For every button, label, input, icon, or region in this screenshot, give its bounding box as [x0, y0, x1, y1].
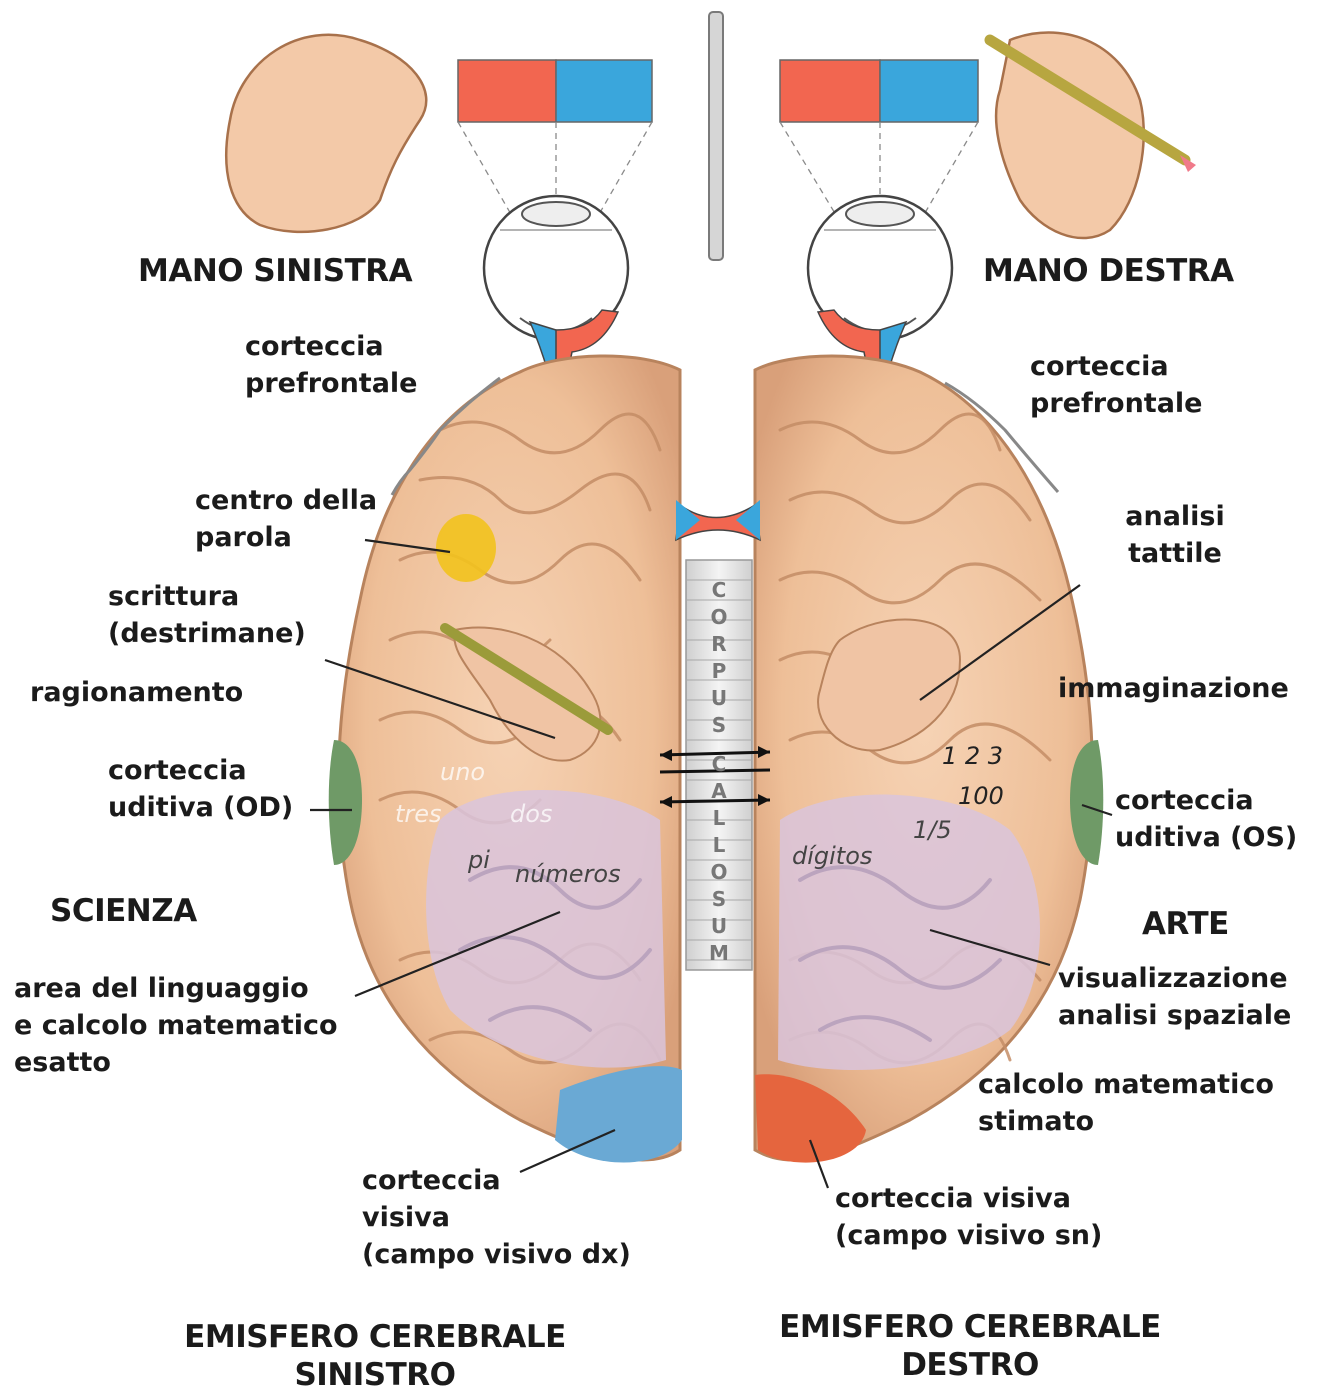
digitos-text: dígitos	[792, 842, 872, 870]
numeros-text: números	[515, 860, 621, 888]
right-visual-label: corteccia visiva (campo visivo sn)	[835, 1180, 1102, 1254]
left-visual-label: corteccia visiva (campo visivo dx)	[362, 1162, 631, 1273]
cc-letter: P	[704, 659, 734, 683]
mano-sinistra-label: MANO SINISTRA	[138, 252, 412, 290]
cc-letter: S	[704, 887, 734, 911]
tres-text: tres	[395, 800, 442, 828]
mano-destra-label: MANO DESTRA	[983, 252, 1234, 290]
left-auditory-label: corteccia uditiva (OD)	[108, 752, 293, 826]
cc-letter: O	[704, 860, 734, 884]
reasoning-label: ragionamento	[30, 674, 243, 711]
left-top-hand	[226, 35, 426, 232]
cc-letter: L	[704, 806, 734, 830]
right-field-blue	[880, 60, 978, 122]
tactile-label: analisi tattile	[1110, 498, 1240, 572]
divider-bar	[709, 12, 723, 260]
pi-text: pi	[468, 846, 490, 874]
left-field-blue	[556, 60, 652, 122]
cc-letter: C	[704, 578, 734, 602]
visualization-label: visualizzazione analisi spaziale	[1058, 960, 1291, 1034]
writing-label: scrittura (destrimane)	[108, 578, 306, 652]
right-hemisphere-title: EMISFERO CEREBRALE DESTRO	[740, 1308, 1200, 1384]
estimated-calc-label: calcolo matematico stimato	[978, 1066, 1274, 1140]
cc-letter: S	[704, 713, 734, 737]
cc-letter: M	[704, 941, 734, 965]
right-field-red	[780, 60, 880, 122]
left-prefrontal-label: corteccia prefrontale	[245, 328, 417, 402]
cc-letter: R	[704, 632, 734, 656]
speech-center-label: centro della parola	[195, 482, 377, 556]
science-label: SCIENZA	[50, 892, 197, 930]
imagination-label: immaginazione	[1058, 670, 1289, 707]
right-auditory-label: corteccia uditiva (OS)	[1115, 782, 1297, 856]
uno-text: uno	[440, 758, 485, 786]
number-100-text: 100	[958, 782, 1004, 810]
cc-letter: L	[704, 833, 734, 857]
language-area-label: area del linguaggio e calcolo matematico…	[14, 970, 338, 1081]
dos-text: dos	[510, 800, 552, 828]
speech-center-region	[436, 514, 496, 582]
numbers-123-text: 1 2 3	[942, 742, 1003, 770]
right-prefrontal-label: corteccia prefrontale	[1030, 348, 1202, 422]
cc-letter: O	[704, 605, 734, 629]
left-hemisphere-title: EMISFERO CEREBRALE SINISTRO	[150, 1318, 600, 1394]
cc-letter: U	[704, 686, 734, 710]
cc-letter: U	[704, 914, 734, 938]
left-field-red	[458, 60, 556, 122]
fraction-text: 1/5	[913, 816, 952, 844]
cc-letter: C	[704, 752, 734, 776]
art-label: ARTE	[1142, 905, 1229, 943]
cc-letter: A	[704, 779, 734, 803]
